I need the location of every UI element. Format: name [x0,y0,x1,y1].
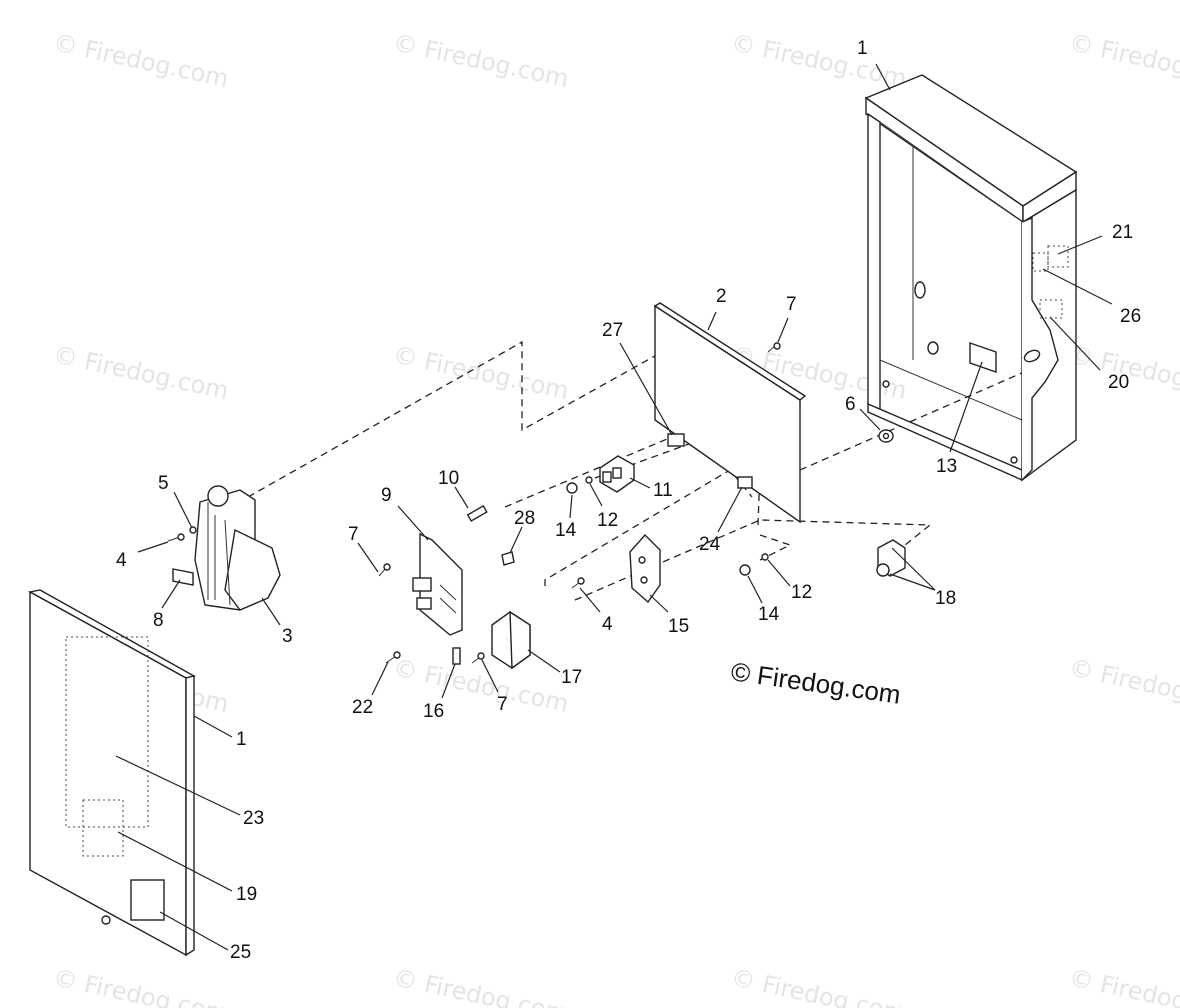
callout-label: 23 [243,808,264,829]
callout-label: 2 [716,286,727,307]
callout-label: 12 [791,582,812,603]
watermark: © Firedog.com [391,28,571,93]
watermark: © Firedog.com [1067,963,1180,1008]
callout-label: 5 [158,473,169,494]
watermark: © Firedog.com [729,28,909,93]
callout-label: 28 [514,508,535,529]
credit-text: © Firedog.com [729,656,902,709]
callout-label: 11 [653,480,673,501]
watermark: © Firedog.com [391,340,571,405]
callout-label: 1 [857,38,868,59]
terminal-block-large [491,610,531,670]
callout-label: 16 [423,701,444,722]
watermark: © Firedog.com [391,653,571,718]
watermark: © Firedog.com [729,963,909,1008]
washer [878,429,894,443]
watermark: © Firedog.com [51,28,231,93]
watermark: © Firedog.com [51,340,231,405]
callout-label: 14 [758,604,780,625]
callout-label: 21 [1112,222,1133,243]
callout-label: 13 [936,456,957,477]
callout-label: 17 [561,667,582,688]
callout-label: 19 [236,884,257,905]
small-fasteners [167,504,585,665]
callout-label: 9 [381,485,392,506]
callout-label: 8 [153,610,164,631]
callout-label: 18 [935,588,956,609]
callout-label: 14 [555,520,577,541]
callout-label: 12 [597,510,618,531]
connector [876,539,906,577]
watermark: © Firedog.com [51,963,231,1008]
callout-label: 7 [786,294,797,315]
terminal-block [566,455,769,576]
watermark: © Firedog.com [1067,653,1180,718]
callout-label: 3 [282,626,293,647]
callout-label: 4 [602,614,613,635]
watermark: © Firedog.com [391,963,571,1008]
callout-label: 4 [116,550,127,571]
callout-label: 7 [497,694,508,715]
relay-assembly [172,485,281,611]
callout-label: 26 [1120,306,1141,327]
callout-label: 25 [230,942,251,963]
callout-labels: 1 2 7 27 21 26 20 6 13 5 4 8 3 9 10 7 28… [116,38,1141,963]
callout-label: 10 [438,468,459,489]
screw [767,342,781,353]
callout-label: 1 [236,729,247,750]
callout-label: 27 [602,320,623,341]
callout-label: 6 [845,394,856,415]
front-cover [27,589,196,957]
back-panel [653,302,807,524]
enclosure-box [864,74,1078,482]
callout-label: 24 [699,534,721,555]
leader-lines [115,63,1113,951]
circuit-board [412,532,463,636]
callout-label: 15 [668,616,689,637]
callout-label: 7 [348,524,359,545]
fuse-holder [629,533,661,604]
watermark: © Firedog.com [1067,28,1180,93]
callout-label: 22 [352,697,373,718]
callout-label: 20 [1108,372,1129,393]
